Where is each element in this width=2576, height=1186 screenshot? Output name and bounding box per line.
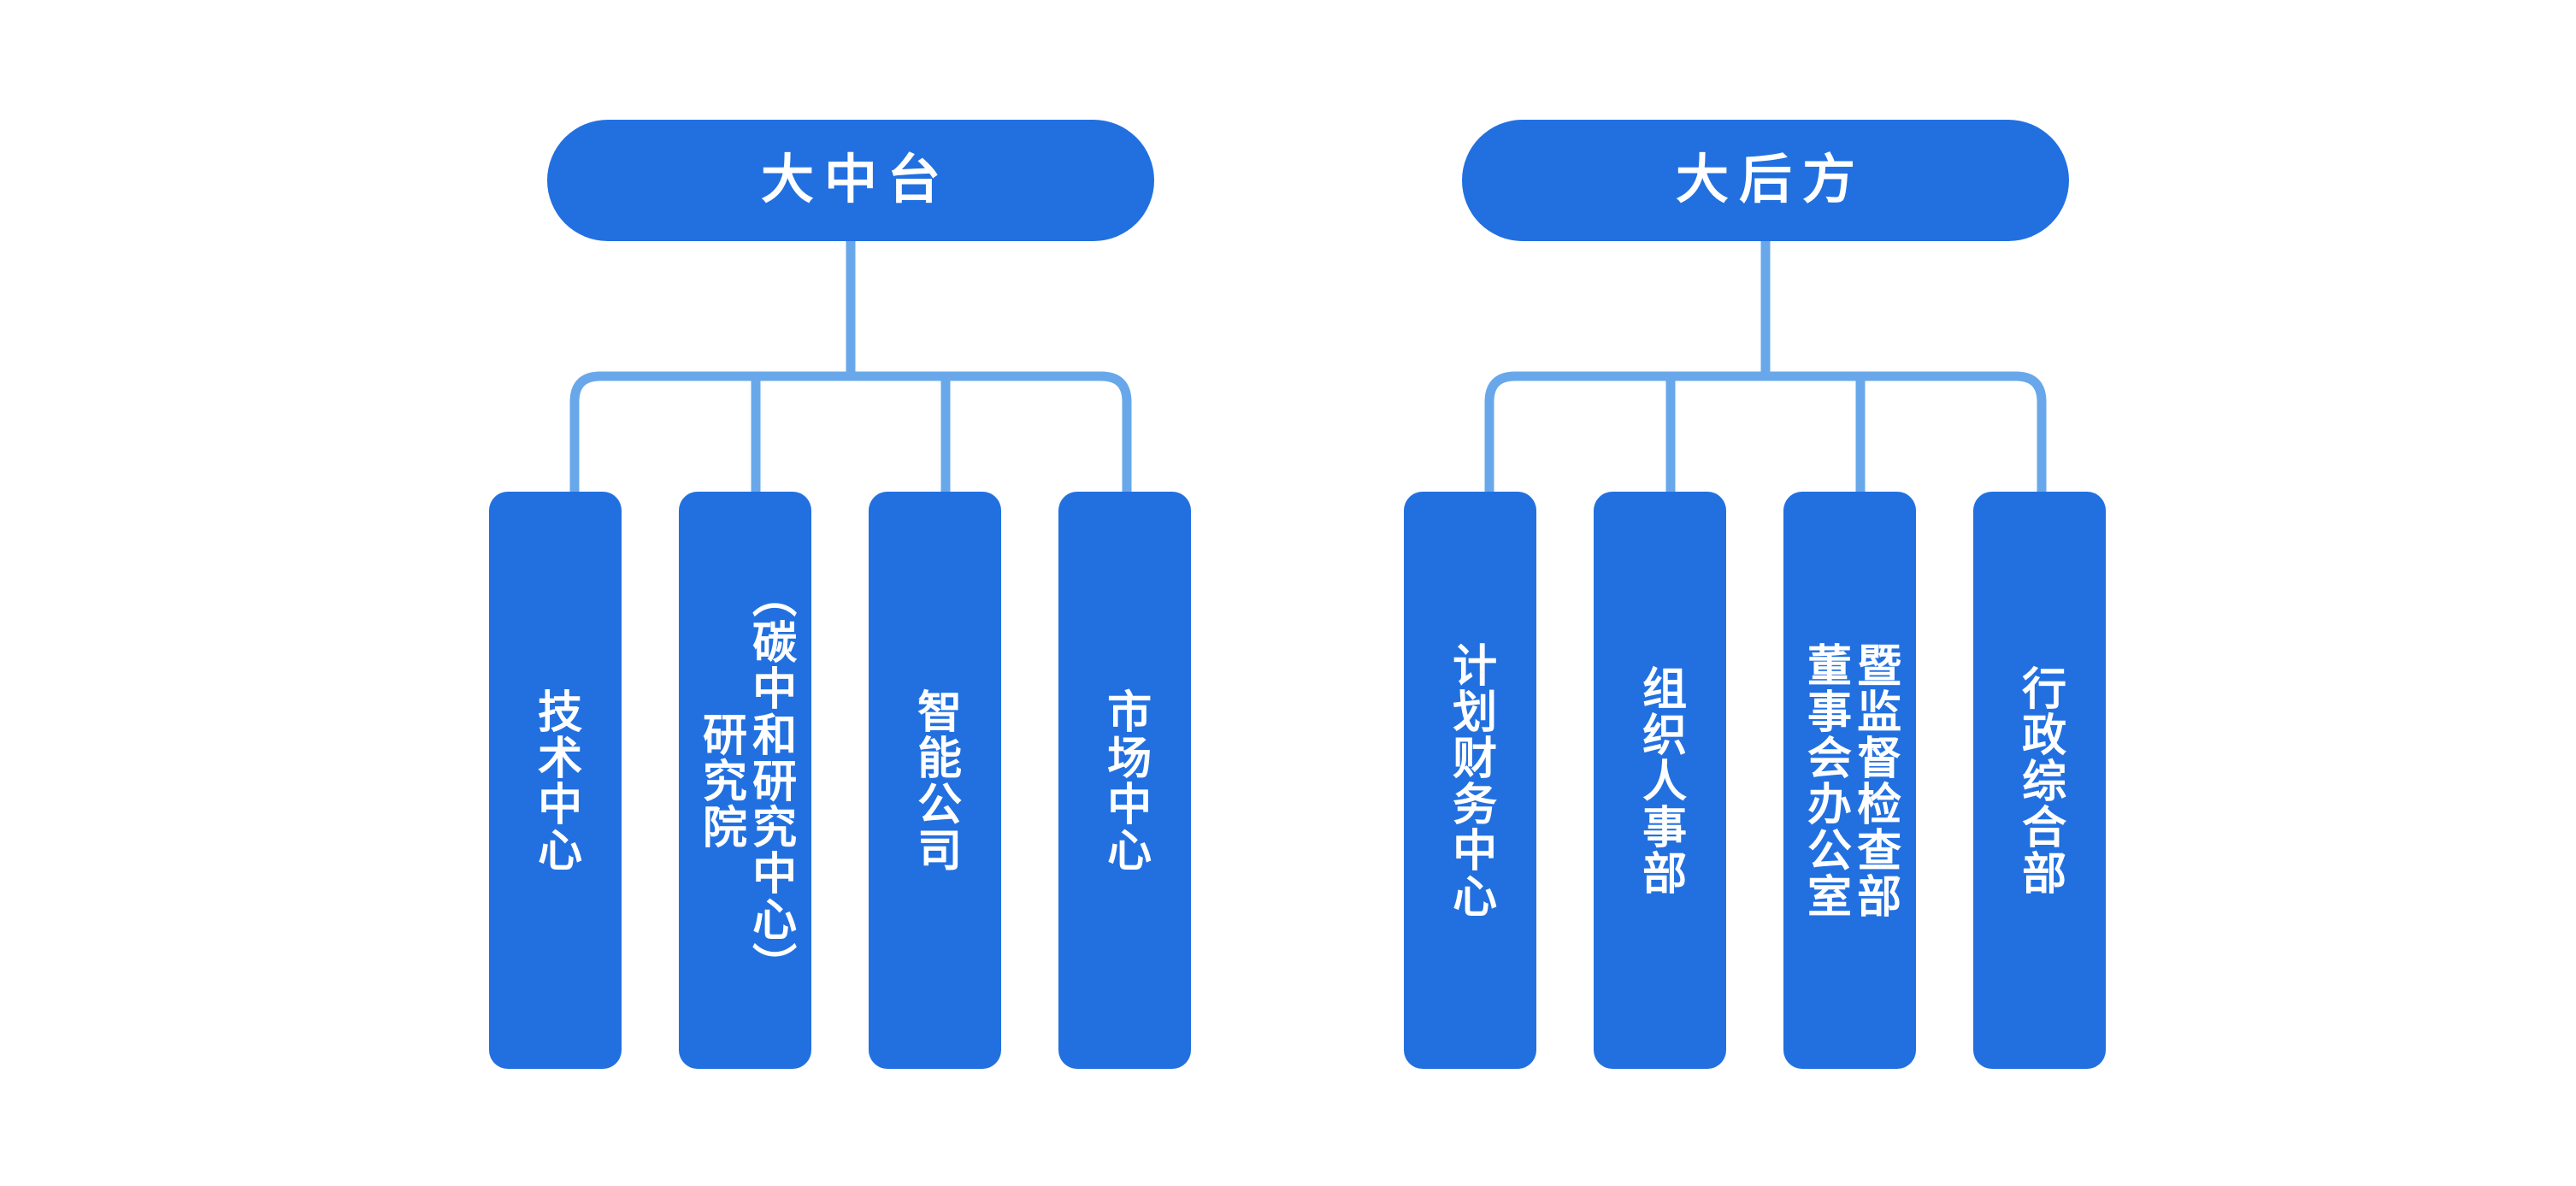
child-node-label-col-0: （碳中和研究中心） (745, 572, 795, 988)
child-node-planning-finance-center[interactable]: 计划财务中心 (1404, 492, 1536, 1069)
child-node-label-col-0: 行政综合部 (2014, 664, 2065, 896)
child-node-market-center[interactable]: 市场中心 (1058, 492, 1191, 1069)
child-node-label-col-0: 智能公司 (910, 687, 960, 873)
child-node-tech-center[interactable]: 技术中心 (489, 492, 622, 1069)
root-node-label: 大中台 (760, 150, 951, 209)
child-node-label-col-0: 市场中心 (1099, 687, 1150, 873)
child-node-label-col-1: 研究院 (695, 711, 746, 850)
child-node-org-hr-department[interactable]: 组织人事部 (1594, 492, 1726, 1069)
child-node-label-col-0: 组织人事部 (1635, 664, 1685, 896)
org-group-mid-platform: 大中台 技术中心 （碳中和研究中心） 研究院 智能公司 市场中心 (0, 0, 1282, 1186)
child-node-intelligent-company[interactable]: 智能公司 (869, 492, 1001, 1069)
child-node-label-col-1: 董事会办公室 (1800, 641, 1850, 919)
child-node-label-col-0: 暨监督检查部 (1849, 641, 1900, 919)
root-node-rear-support[interactable]: 大后方 (1462, 120, 2069, 241)
root-node-mid-platform[interactable]: 大中台 (547, 120, 1154, 241)
child-node-label-col-0: 计划财务中心 (1445, 641, 1495, 919)
child-node-label-col-0: 技术中心 (530, 687, 581, 873)
child-node-board-office-supervision[interactable]: 暨监督检查部 董事会办公室 (1783, 492, 1916, 1069)
child-node-admin-general-department[interactable]: 行政综合部 (1973, 492, 2106, 1069)
child-node-research-institute[interactable]: （碳中和研究中心） 研究院 (679, 492, 811, 1069)
org-group-rear-support: 大后方 计划财务中心 组织人事部 暨监督检查部 董事会办公室 行政综合部 (1282, 0, 2576, 1186)
root-node-label: 大后方 (1675, 150, 1866, 209)
